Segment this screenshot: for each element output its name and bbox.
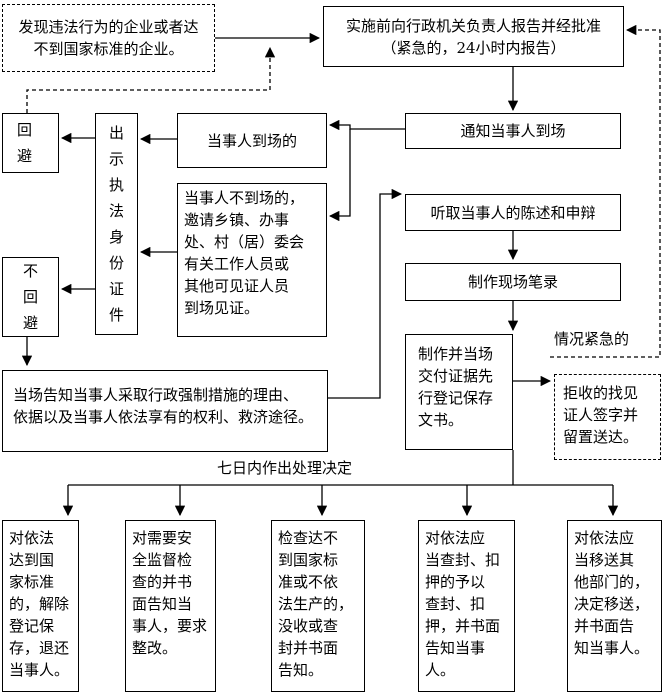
party-absent-box: 当事人不到场的， 邀请乡镇、办事 处、村（居）委会 有关工作人员或 其他可见证人… bbox=[177, 183, 327, 337]
party-arrives-box: 当事人到场的 bbox=[177, 113, 327, 168]
avoid-char-1: 回 bbox=[17, 121, 33, 139]
show-id-char-6: 份 bbox=[108, 254, 124, 272]
avoid-box: 回 避 bbox=[2, 113, 59, 173]
arrow-notify-to-arrive bbox=[328, 119, 405, 131]
party-absent-text: 当事人不到场的， 邀请乡镇、办事 处、村（居）委会 有关工作人员或 其他可见证人… bbox=[184, 189, 305, 317]
refuse-witness-text: 拒收的找见 证人签字并 留置送达。 bbox=[563, 384, 639, 446]
inform-rights-text: 当场告知当事人采取行政强制措施的理由、 依据以及当事人依法享有的权利、救济途径。 bbox=[13, 386, 314, 426]
arrow-notify-to-absent bbox=[328, 129, 351, 222]
show-id-char-2: 示 bbox=[108, 150, 124, 168]
no-avoid-char-1: 不 bbox=[22, 262, 38, 280]
outcome-transfer-text: 对依法应 当移送其 他部门的， 决定移送， 并书面告 知当事人。 bbox=[574, 529, 650, 657]
evidence-doc-box: 制作并当场 交付证据先 行登记保存 文书。 bbox=[405, 334, 513, 450]
outcome-confiscate-box: 检查达不 到国家标 准或不依 法生产的， 没收或查 封并书面 告知。 bbox=[271, 520, 365, 692]
no-avoid-char-3: 避 bbox=[22, 314, 38, 332]
dashed-avoid-to-report bbox=[26, 46, 276, 113]
no-avoid-box: 不 回 避 bbox=[2, 257, 59, 337]
show-id-char-4: 法 bbox=[108, 202, 124, 220]
evidence-doc-text: 制作并当场 交付证据先 行登记保存 文书。 bbox=[418, 345, 494, 429]
show-id-char-3: 执 bbox=[108, 176, 124, 194]
report-approval-text: 实施前向行政机关负责人报告并经批准 （紧急的，24小时内报告） bbox=[345, 16, 601, 57]
hear-statement-box: 听取当事人的陈述和申辩 bbox=[405, 194, 621, 231]
inform-rights-box: 当场告知当事人采取行政强制措施的理由、 依据以及当事人依法享有的权利、救济途径。 bbox=[2, 370, 328, 452]
discover-violation-text: 发现违法行为的企业或者达 不到国家标准的企业。 bbox=[18, 18, 199, 58]
outcome-rectify-text: 对需要安 全监督检 查的并书 面告知当 事人，要求 整改。 bbox=[132, 529, 208, 657]
hear-statement-text: 听取当事人的陈述和申辩 bbox=[430, 203, 596, 222]
party-arrives-text: 当事人到场的 bbox=[206, 131, 297, 150]
dashed-urgent-to-report bbox=[550, 24, 661, 358]
urgent-label: 情况紧急的 bbox=[554, 330, 630, 348]
show-id-box: 出 示 执 法 身 份 证 件 bbox=[95, 113, 138, 335]
show-id-char-5: 身 bbox=[108, 228, 124, 246]
seven-days-label: 七日内作出处理决定 bbox=[217, 459, 353, 477]
no-avoid-char-2: 回 bbox=[22, 288, 38, 306]
site-record-text: 制作现场笔录 bbox=[467, 273, 558, 291]
show-id-char-8: 件 bbox=[108, 306, 124, 324]
outcome-rectify-box: 对需要安 全监督检 查的并书 面告知当 事人，要求 整改。 bbox=[125, 520, 216, 692]
site-record-box: 制作现场笔录 bbox=[405, 263, 621, 301]
notify-party-text: 通知当事人到场 bbox=[460, 122, 566, 140]
report-approval-box: 实施前向行政机关负责人报告并经批准 （紧急的，24小时内报告） bbox=[323, 6, 624, 67]
outcome-release-box: 对依法 达到国 家标准 的，解除 登记保 存，退还 当事人。 bbox=[2, 520, 79, 692]
arrow-inform-to-hear bbox=[328, 188, 403, 399]
outcome-release-text: 对依法 达到国 家标准 的，解除 登记保 存，退还 当事人。 bbox=[9, 529, 70, 679]
discover-violation-box: 发现违法行为的企业或者达 不到国家标准的企业。 bbox=[2, 4, 215, 72]
outcome-seal-text: 对依法应 当查封、扣 押的予以 查封、扣 押，并书面 告知当事 人。 bbox=[425, 529, 501, 679]
outcome-transfer-box: 对依法应 当移送其 他部门的， 决定移送， 并书面告 知当事人。 bbox=[567, 520, 662, 692]
show-id-char-1: 出 bbox=[108, 124, 124, 142]
show-id-char-7: 证 bbox=[108, 280, 124, 298]
notify-party-box: 通知当事人到场 bbox=[405, 113, 621, 149]
outcome-confiscate-text: 检查达不 到国家标 准或不依 法生产的， 没收或查 封并书面 告知。 bbox=[278, 529, 354, 679]
refuse-witness-box: 拒收的找见 证人签字并 留置送达。 bbox=[554, 374, 661, 460]
avoid-char-2: 避 bbox=[17, 147, 33, 165]
outcome-seal-box: 对依法应 当查封、扣 押的予以 查封、扣 押，并书面 告知当事 人。 bbox=[418, 520, 515, 692]
